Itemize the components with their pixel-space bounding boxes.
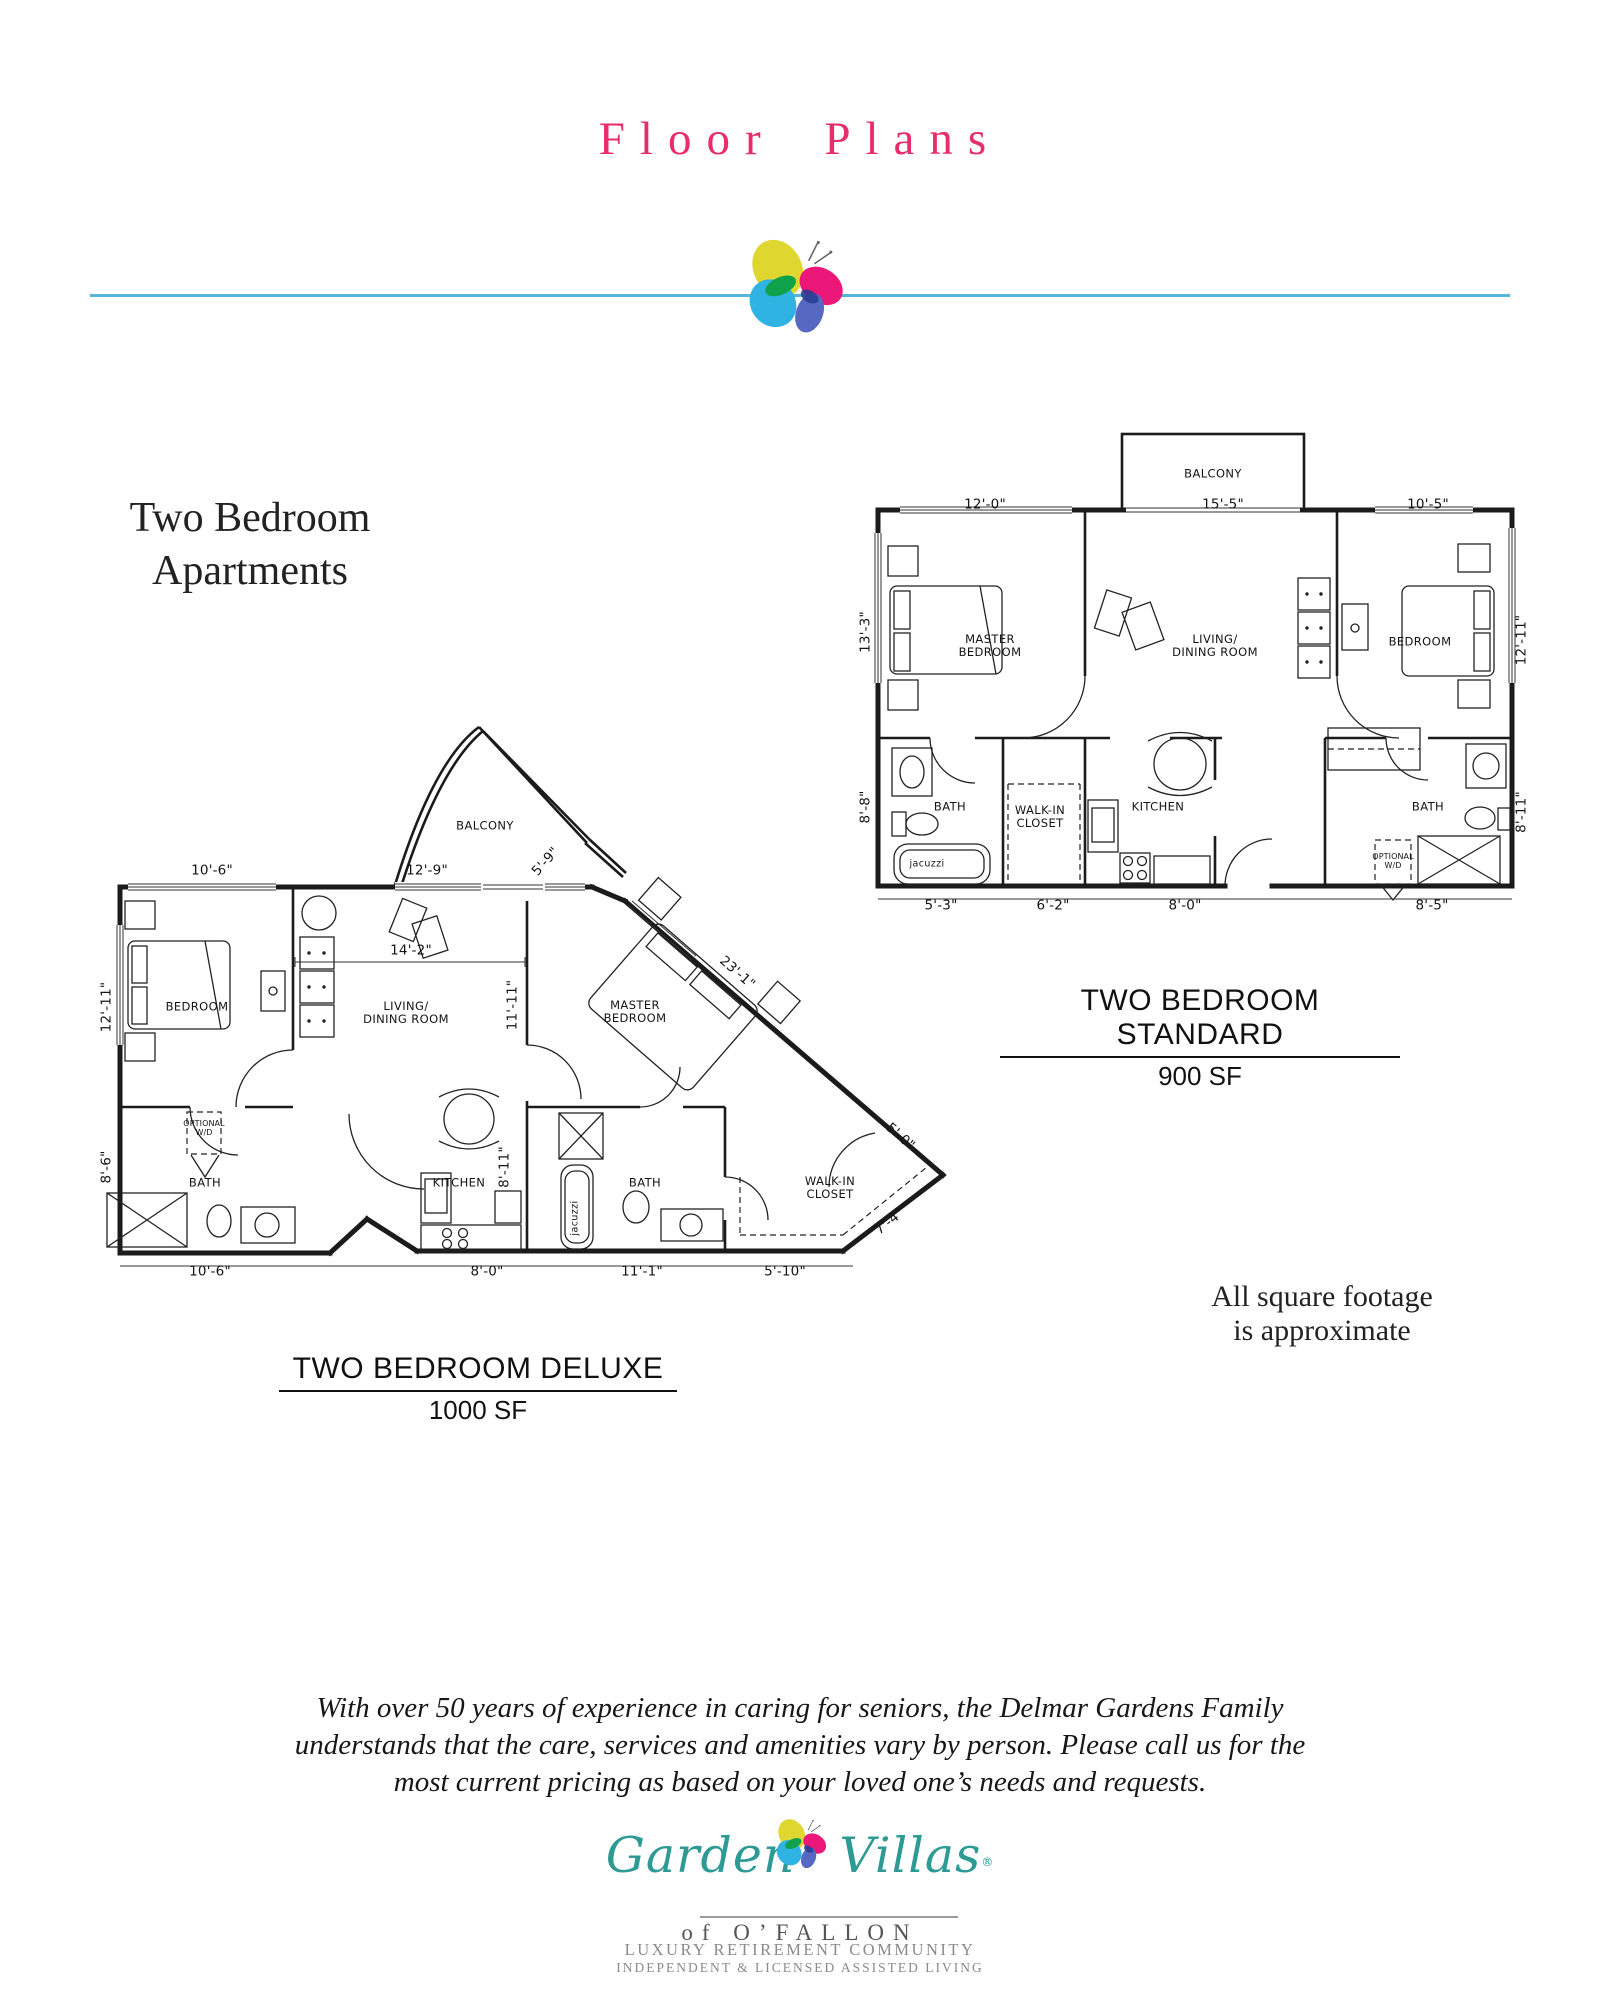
- logo-name: Garden Villas®: [0, 1812, 1600, 1884]
- logo-tagline1: LUXURY RETIREMENT COMMUNITY: [624, 1940, 976, 1959]
- standard-dim-left-upper: 13'-3": [857, 611, 874, 653]
- divider-line: [90, 294, 1510, 297]
- standard-dim-bottom-2: 6'-2": [1036, 897, 1070, 914]
- deluxe-room-master: MASTER BEDROOM: [603, 998, 667, 1025]
- footer-paragraph: With over 50 years of experience in cari…: [200, 1690, 1400, 1801]
- standard-dim-top-mid: 15'-5": [1202, 496, 1244, 513]
- standard-room-master: MASTER BEDROOM: [958, 632, 1022, 659]
- standard-plan-area: 900 SF: [1158, 1061, 1242, 1091]
- note-line1: All square footage: [1211, 1280, 1433, 1313]
- deluxe-living-dim-line: [294, 957, 526, 967]
- deluxe-dim-top-1: 10'-6": [191, 862, 233, 879]
- standard-dim-right-upper: 12'-11": [1513, 614, 1530, 666]
- standard-interior-walls: [878, 510, 1512, 886]
- deluxe-cabinet-dots: [307, 951, 326, 1023]
- logo-name-garden: Garden: [605, 1827, 796, 1884]
- garden-villas-logo: Garden Villas®: [0, 1812, 1600, 1884]
- logo-rule: [700, 1916, 958, 1918]
- standard-plan-drawing: [873, 432, 1517, 902]
- standard-furniture: [887, 543, 1511, 885]
- deluxe-dim-bottom-3: 11'-1": [621, 1263, 663, 1280]
- standard-dim-top-left: 12'-0": [964, 496, 1006, 513]
- standard-room-bath-left: BATH: [933, 799, 967, 814]
- standard-dim-top-right: 10'-5": [1407, 496, 1449, 513]
- deluxe-dim-kitchen-h: 8'-11": [496, 1146, 513, 1188]
- deluxe-outer-walls: [117, 883, 947, 1257]
- standard-dim-bottom-1: 5'-3": [924, 897, 958, 914]
- standard-room-bath-right: BATH: [1411, 799, 1445, 814]
- deluxe-wd-label: OPTIONAL W/D: [183, 1119, 225, 1137]
- deluxe-plan-title: TWO BEDROOM DELUXE: [278, 1352, 678, 1392]
- deluxe-room-living: LIVING/ DINING ROOM: [363, 999, 449, 1026]
- deluxe-plan-area: 1000 SF: [428, 1395, 528, 1425]
- deluxe-dim-left-lower: 8'-6": [98, 1150, 115, 1184]
- deluxe-dim-bottom-1: 10'-6": [189, 1263, 231, 1280]
- standard-room-bedroom: BEDROOM: [1388, 634, 1452, 649]
- standard-room-balcony: BALCONY: [1184, 466, 1242, 481]
- logo-tagline2: INDEPENDENT & LICENSED ASSISTED LIVING: [616, 1960, 984, 1975]
- section-heading-line2: Apartments: [152, 548, 348, 594]
- deluxe-furniture: [106, 876, 802, 1252]
- deluxe-door-arcs: [189, 1044, 876, 1221]
- square-footage-note: All square footage is approximate: [1182, 1280, 1462, 1348]
- deluxe-dim-bottom-4: 5'-10": [764, 1263, 806, 1280]
- deluxe-interior-walls: [120, 887, 727, 1253]
- standard-door-arcs: [929, 675, 1429, 887]
- logo-subtitle: of O’FALLON: [681, 1920, 919, 1945]
- standard-floor-plan: BALCONY 12'-0" 15'-5" 10'-5" 13'-3" 8'-8…: [857, 428, 1529, 914]
- deluxe-room-walkin: WALK-IN CLOSET: [804, 1174, 856, 1201]
- deluxe-room-kitchen: KITCHEN: [432, 1175, 486, 1190]
- deluxe-room-bath2: BATH: [628, 1175, 662, 1190]
- deluxe-dashed-storage: [186, 1111, 928, 1236]
- footer-line1: With over 50 years of experience in cari…: [316, 1692, 1284, 1724]
- deluxe-floor-plan: BALCONY 10'-6" 12'-9" 5'-9" 12'-11" 8'-6…: [95, 715, 975, 1285]
- standard-plan-caption: TWO BEDROOM STANDARD 900 SF: [1000, 984, 1400, 1092]
- standard-dim-bottom-4: 8'-5": [1415, 897, 1449, 914]
- deluxe-room-bedroom: BEDROOM: [165, 999, 229, 1014]
- standard-room-living: LIVING/ DINING ROOM: [1172, 632, 1258, 659]
- note-line2: is approximate: [1233, 1314, 1411, 1347]
- deluxe-dim-living-h: 11'-11": [504, 979, 521, 1031]
- deluxe-dim-left-upper: 12'-11": [98, 981, 115, 1033]
- registered-mark: ®: [981, 1855, 995, 1869]
- butterfly-icon: [740, 230, 851, 336]
- section-heading: Two Bedroom Apartments: [85, 492, 415, 598]
- deluxe-windows: [115, 882, 697, 1045]
- deluxe-dim-top-2: 12'-9": [406, 862, 448, 879]
- deluxe-plan-caption: TWO BEDROOM DELUXE 1000 SF: [268, 1352, 688, 1426]
- deluxe-jacuzzi-label: jacuzzi: [569, 1200, 581, 1236]
- standard-dashed-storage: [1007, 783, 1412, 902]
- deluxe-dim-living-w: 14'-2": [390, 942, 432, 959]
- standard-jacuzzi-label: jacuzzi: [909, 858, 945, 870]
- logo-butterfly-icon: [772, 1814, 831, 1870]
- standard-dim-bottom-3: 8'-0": [1168, 897, 1202, 914]
- deluxe-dim-bottom-2: 8'-0": [470, 1263, 504, 1280]
- logo-name-villas: Villas: [839, 1827, 982, 1884]
- deluxe-balcony-outline: [393, 725, 627, 888]
- standard-windows: [873, 505, 1517, 683]
- standard-dim-right-lower: 8'-11": [1513, 791, 1530, 833]
- footer-line2: understands that the care, services and …: [294, 1729, 1306, 1761]
- section-heading-line1: Two Bedroom: [129, 495, 371, 541]
- page-title: Floor Plans: [598, 113, 1002, 165]
- standard-wd-label: OPTIONAL W/D: [1372, 852, 1414, 870]
- deluxe-room-balcony: BALCONY: [456, 818, 514, 833]
- deluxe-plan-drawing: [106, 725, 947, 1267]
- standard-room-kitchen: KITCHEN: [1131, 799, 1185, 814]
- standard-plan-title: TWO BEDROOM STANDARD: [1000, 984, 1400, 1058]
- standard-cabinet-dots: [1305, 592, 1323, 664]
- standard-room-walkin: WALK-IN CLOSET: [1014, 803, 1066, 830]
- deluxe-room-bath1: BATH: [188, 1175, 222, 1190]
- footer-line3: most current pricing as based on your lo…: [393, 1766, 1207, 1798]
